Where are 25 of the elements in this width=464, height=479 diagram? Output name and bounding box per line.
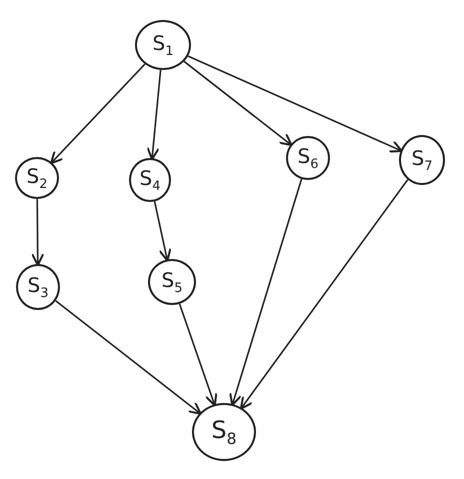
state-circle xyxy=(135,20,191,70)
state-label: S$_{7}$ xyxy=(412,146,432,174)
state-circle xyxy=(16,264,60,310)
state-label: S$_{4}$ xyxy=(140,166,160,194)
arrow xyxy=(184,60,293,146)
arrow xyxy=(154,201,172,262)
state-circle xyxy=(129,158,171,202)
arrow xyxy=(50,64,146,164)
arrow xyxy=(31,199,44,266)
state-label: S$_{5}$ xyxy=(162,268,182,296)
state-label: S$_{3}$ xyxy=(28,273,48,301)
arrow xyxy=(178,304,218,406)
state-circle xyxy=(15,157,59,199)
arrow xyxy=(229,178,302,406)
state-circle xyxy=(286,136,330,180)
arrow xyxy=(146,70,162,160)
arrow xyxy=(188,55,403,153)
state-label: S$_{6}$ xyxy=(298,144,318,172)
arrow xyxy=(240,179,408,410)
state-circle xyxy=(399,135,445,185)
state-label: S$_{2}$ xyxy=(26,164,48,192)
arrow xyxy=(55,300,202,415)
state-circle xyxy=(148,259,196,305)
state-label: S$_{1}$ xyxy=(152,31,174,59)
state-label: S$_{8}$ xyxy=(211,416,237,448)
